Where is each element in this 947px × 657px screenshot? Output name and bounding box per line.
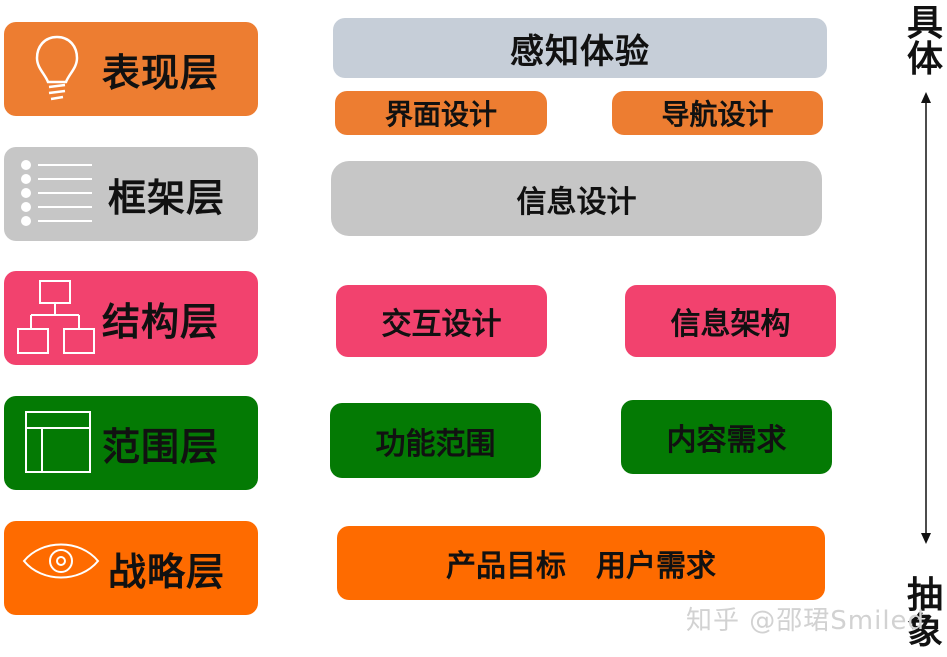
navigation-design-box: 导航设计 xyxy=(612,91,823,135)
interaction-design-box: 交互设计 xyxy=(336,285,547,357)
strategy-box: 产品目标 用户需求 xyxy=(337,526,825,600)
axis-bottom-label: 抽象 xyxy=(906,575,943,652)
bullet-list-icon xyxy=(20,159,94,233)
axis-top-label: 具体 xyxy=(906,3,943,80)
layout-icon xyxy=(24,410,94,478)
information-architecture-box: 信息架构 xyxy=(625,285,836,357)
lightbulb-icon xyxy=(34,34,80,110)
layer-label: 框架层 xyxy=(108,175,226,220)
layer-label: 战略层 xyxy=(108,549,226,594)
watermark: 知乎 @邵珺Smiled xyxy=(686,606,926,636)
feature-scope-box: 功能范围 xyxy=(330,403,541,478)
layer-strategy: 战略层 xyxy=(4,521,258,615)
layer-structure: 结构层 xyxy=(4,271,258,365)
axis-arrow-icon xyxy=(921,92,931,544)
layer-label: 范围层 xyxy=(102,424,220,469)
sensory-experience-box: 感知体验 xyxy=(333,18,827,78)
content-requirements-box: 内容需求 xyxy=(621,400,832,474)
information-design-box: 信息设计 xyxy=(331,161,822,236)
interface-design-box: 界面设计 xyxy=(335,91,547,135)
eye-icon xyxy=(22,541,100,585)
layer-skeleton: 框架层 xyxy=(4,147,258,241)
layer-scope: 范围层 xyxy=(4,396,258,490)
layer-surface: 表现层 xyxy=(4,22,258,116)
layer-label: 表现层 xyxy=(102,50,220,95)
layer-label: 结构层 xyxy=(102,299,220,344)
org-chart-icon xyxy=(16,279,96,359)
